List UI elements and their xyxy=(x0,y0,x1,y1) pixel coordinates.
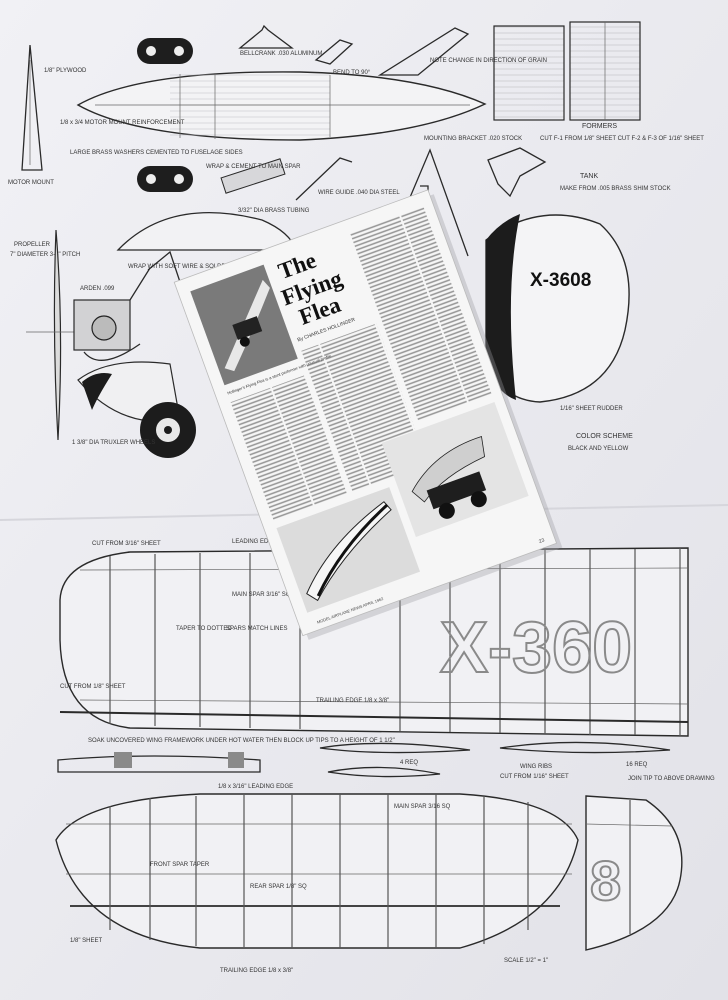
wingtip-registration: 8 xyxy=(590,849,621,912)
label-trailing-lower: TRAILING EDGE 1/8 x 3/8" xyxy=(220,968,293,974)
label-formers-note: CUT F-1 FROM 1/8" SHEET CUT F-2 & F-3 OF… xyxy=(540,136,704,142)
label-formers: FORMERS xyxy=(582,123,617,130)
label-front-spar: FRONT SPAR TAPER xyxy=(150,862,210,868)
wheel-top xyxy=(137,38,193,64)
label-trailing: TRAILING EDGE 1/8 x 3/8" xyxy=(316,698,389,704)
label-main-spar: MAIN SPAR 3/16" SQ xyxy=(232,592,291,598)
wing-registration: X-360 xyxy=(440,608,632,688)
label-leading-lower: 1/8 x 3/16" LEADING EDGE xyxy=(218,784,293,790)
upper-wing-plan: X-360 CUT FROM 3/16" SHEET LEADING EDGE … xyxy=(59,539,689,737)
wingtip-panel xyxy=(585,795,683,951)
label-washers: LARGE BRASS WASHERS CEMENTED TO FUSELAGE… xyxy=(70,150,243,156)
label-join-tip: JOIN TIP TO ABOVE DRAWING xyxy=(628,776,715,782)
label-cut-316: CUT FROM 3/16" SHEET xyxy=(92,541,161,547)
label-tank-note: MAKE FROM .005 BRASS SHIM STOCK xyxy=(560,186,671,192)
article-column-1 xyxy=(230,375,348,521)
rib-profile-3 xyxy=(327,766,441,778)
label-wrap-soft: WRAP WITH SOFT WIRE & SOLDER xyxy=(128,264,230,270)
label-prop-size: 7" DIAMETER 3-3" PITCH xyxy=(10,252,80,258)
former-f1 xyxy=(493,25,565,121)
label-bellcrank: BELLCRANK .030 ALUMINUM xyxy=(240,51,322,57)
rudder-registration: X-3608 xyxy=(530,270,591,291)
label-wrap: WRAP & CEMENT TO MAIN SPAR xyxy=(206,164,301,170)
label-reinforcement: 1/8 x 3/4 MOTOR MOUNT REINFORCEMENT xyxy=(60,120,185,126)
label-rudder: 1/16" SHEET RUDDER xyxy=(560,406,623,412)
rib-profile-2 xyxy=(499,741,671,754)
label-tank: TANK xyxy=(580,173,598,180)
label-taper: TAPER TO DOTTED xyxy=(176,626,232,632)
label-color-title: COLOR SCHEME xyxy=(576,433,633,440)
label-propeller: PROPELLER xyxy=(14,242,51,248)
label-cut-18: CUT FROM 1/8" SHEET xyxy=(60,684,126,690)
label-spars-match: SPARS MATCH LINES xyxy=(226,626,287,632)
label-mounting: MOUNTING BRACKET .020 STOCK xyxy=(424,136,522,142)
label-color-text: BLACK AND YELLOW xyxy=(568,446,629,452)
wire-guide-part xyxy=(295,157,353,201)
upper-wing-outline xyxy=(59,547,689,737)
label-wing-ribs: WING RIBS xyxy=(520,764,552,770)
lower-wing-outline xyxy=(55,793,579,949)
label-engine: ARDEN .099 xyxy=(80,286,115,292)
bend-part xyxy=(314,39,354,65)
magazine-page: The Flying Flea By CHARLES HOLLINGER Hol… xyxy=(173,189,563,640)
rudder xyxy=(485,214,630,403)
propeller xyxy=(53,229,62,441)
label-tubing: 3/32" DIA BRASS TUBING xyxy=(238,208,310,214)
label-wheels: 1 3/8" DIA TRUXLER WHEELS xyxy=(72,440,155,446)
lower-wing-plan: 1/8 x 3/16" LEADING EDGE FRONT SPAR TAPE… xyxy=(55,784,683,974)
wheel-bottom xyxy=(137,166,193,192)
magazine-page-number: 23 xyxy=(538,537,545,545)
label-soak: SOAK UNCOVERED WING FRAMEWORK UNDER HOT … xyxy=(88,738,395,744)
label-req16: 16 REQ xyxy=(626,762,648,768)
label-grain: NOTE CHANGE IN DIRECTION OF GRAIN xyxy=(430,58,547,64)
label-req4: 4 REQ xyxy=(400,760,418,766)
label-wire: WIRE GUIDE .040 DIA STEEL xyxy=(318,190,400,196)
label-bend: BEND TO 90° xyxy=(333,70,371,76)
grain-part xyxy=(377,27,470,76)
tank-part xyxy=(487,147,547,198)
rib-profile-1 xyxy=(319,742,471,754)
label-ribs-note: CUT FROM 1/16" SHEET xyxy=(500,774,569,780)
ribs-strip: SOAK UNCOVERED WING FRAMEWORK UNDER HOT … xyxy=(57,738,715,782)
label-rear-spar: REAR SPAR 1/8" SQ xyxy=(250,884,307,890)
side-view: PROPELLER 7" DIAMETER 3-3" PITCH WRAP WI… xyxy=(10,211,633,458)
label-sheet-18: 1/8" SHEET xyxy=(70,938,102,944)
label-leading: LEADING EDGE xyxy=(232,539,277,545)
fuselage-section: 1/8" PLYWOOD MOTOR MOUNT 1/8 x 3/4 MOTOR… xyxy=(8,21,704,257)
motor-mount-part xyxy=(21,44,43,171)
label-scale: SCALE 1/2" = 1" xyxy=(504,958,548,964)
label-plywood: 1/8" PLYWOOD xyxy=(44,68,87,74)
label-motor-mount: MOTOR MOUNT xyxy=(8,180,54,186)
bellcrank-part xyxy=(238,24,294,49)
article-column-3 xyxy=(350,206,492,422)
label-main-spar-lower: MAIN SPAR 3/16 SQ xyxy=(394,804,451,810)
rudder-black-edge xyxy=(486,214,520,400)
